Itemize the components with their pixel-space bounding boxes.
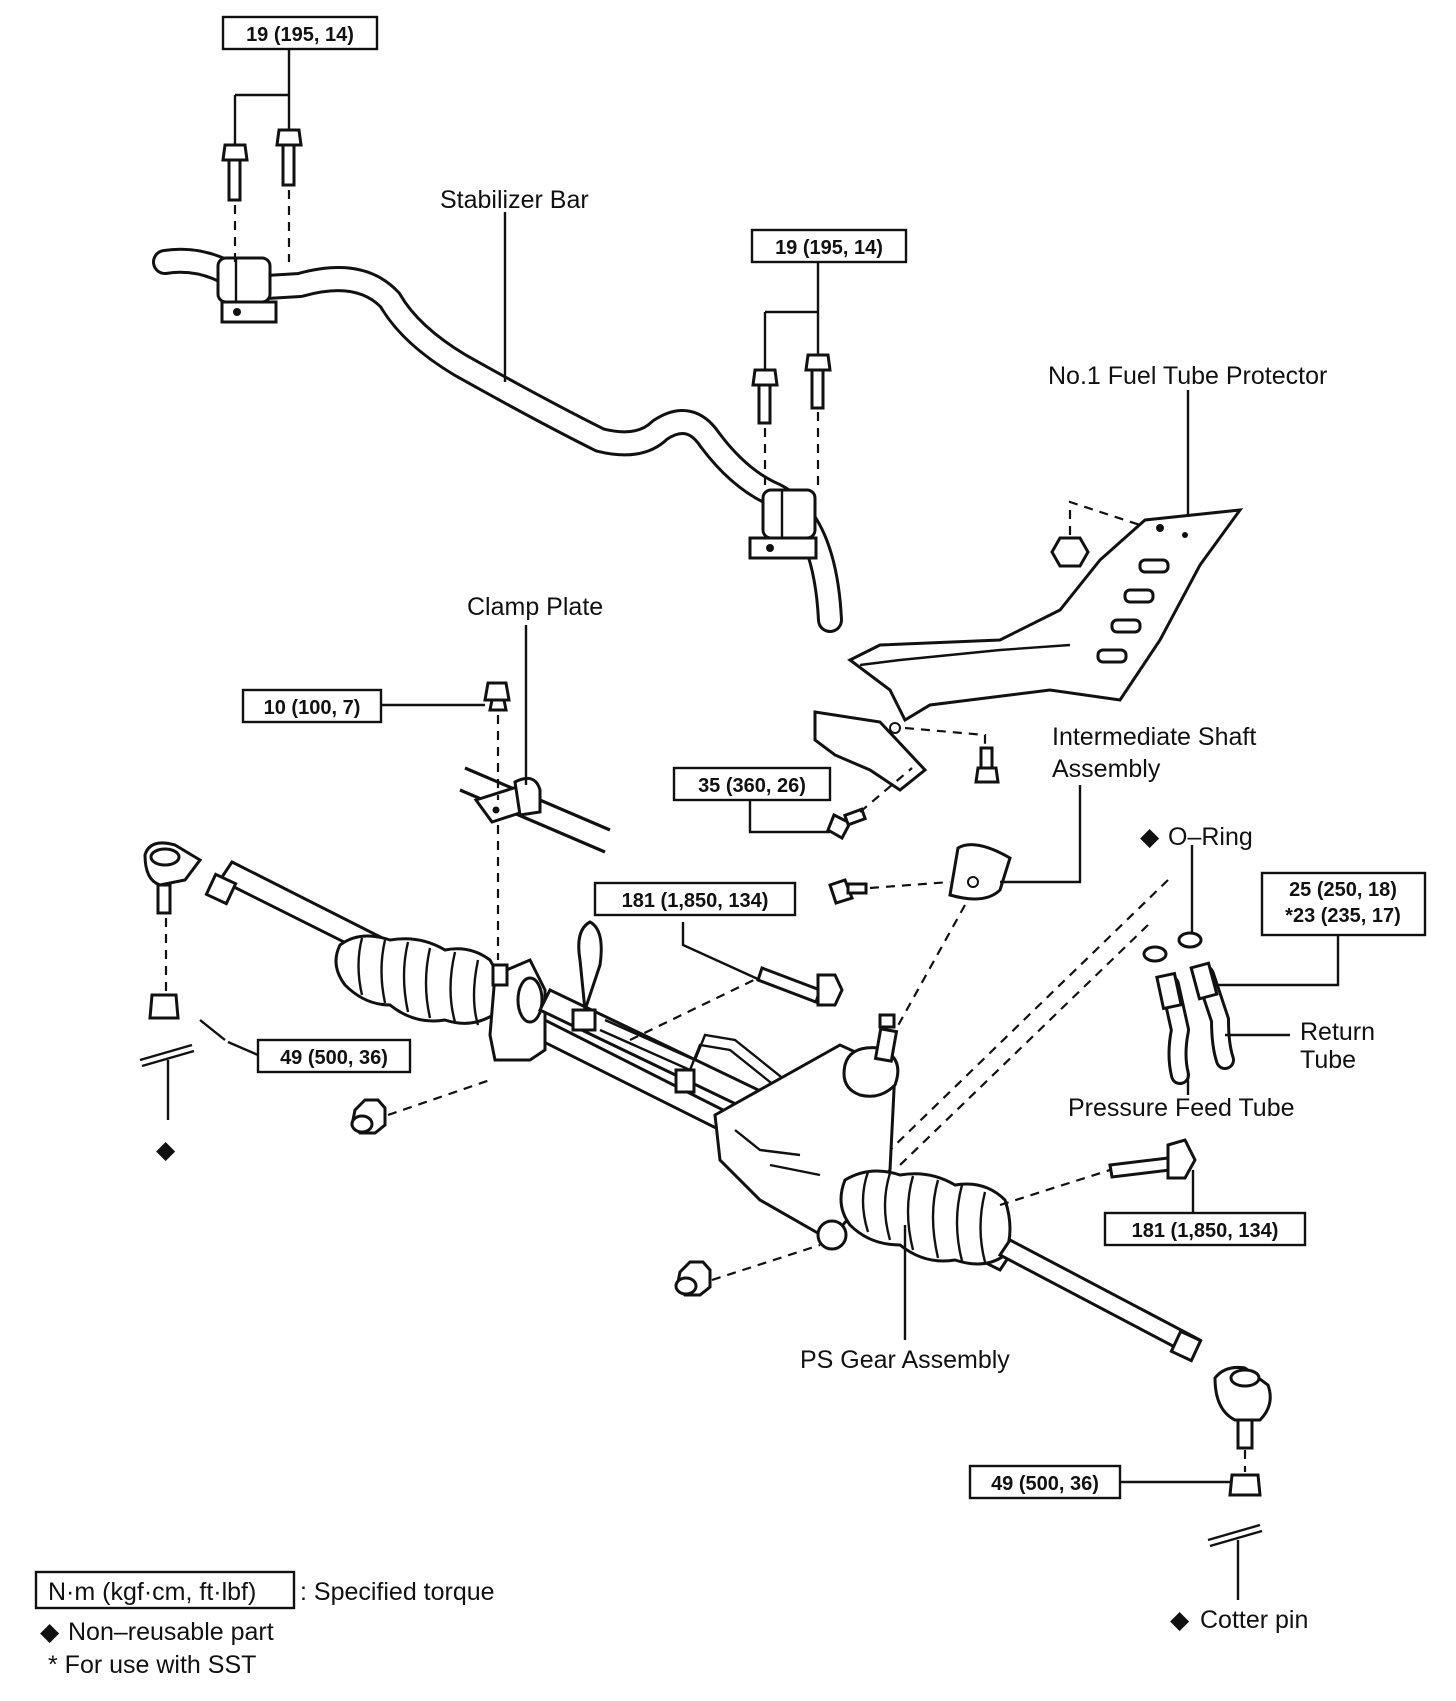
torque-spec-tube: 25 (250, 18) *23 (235, 17): [1260, 871, 1427, 937]
stabilizer-bar: [152, 247, 843, 633]
legend-non-reusable: Non–reusable part: [68, 1618, 274, 1646]
stabilizer-bolts-right: [751, 260, 832, 490]
legend-sst: * For use with SST: [48, 1651, 256, 1679]
torque-spec-tie-rod-left: 49 (500, 36): [256, 1038, 412, 1074]
legend-non-reusable-mark: ◆: [40, 1618, 60, 1646]
ps-gear-assembly: [143, 841, 1272, 1450]
intermediate-shaft: [828, 785, 1082, 1041]
torque-spec-stab-left: 19 (195, 14): [221, 15, 379, 51]
label-pressure-feed-tube: Pressure Feed Tube: [1068, 1094, 1295, 1122]
svg-text:35 (360, 26): 35 (360, 26): [698, 775, 806, 797]
svg-text:49 (500, 36): 49 (500, 36): [991, 1473, 1099, 1495]
label-clamp-plate: Clamp Plate: [467, 593, 603, 621]
label-return-tube-2: Tube: [1300, 1046, 1356, 1074]
svg-text:49 (500, 36): 49 (500, 36): [280, 1047, 388, 1069]
svg-text:*23 (235, 17): *23 (235, 17): [1285, 905, 1401, 927]
legend-unit-desc: : Specified torque: [300, 1578, 495, 1606]
label-return-tube: Return: [1300, 1018, 1375, 1046]
non-reusable-mark-cotter-left: ◆: [156, 1136, 176, 1164]
label-ps-gear-assembly: PS Gear Assembly: [800, 1346, 1010, 1374]
label-intermediate-shaft-assembly: Assembly: [1052, 755, 1161, 783]
stabilizer-bolts-left: [221, 50, 303, 262]
label-o-ring: O–Ring: [1168, 823, 1253, 851]
label-intermediate-shaft: Intermediate Shaft: [1052, 723, 1256, 751]
torque-spec-stab-right: 19 (195, 14): [750, 228, 908, 264]
svg-text:181 (1,850, 134): 181 (1,850, 134): [1132, 1220, 1279, 1242]
label-fuel-tube-protector: No.1 Fuel Tube Protector: [1048, 362, 1327, 390]
fuel-tube-protector: [813, 500, 1244, 841]
torque-spec-gear-left: 181 (1,850, 134): [593, 881, 797, 917]
svg-text:25 (250, 18): 25 (250, 18): [1289, 879, 1397, 901]
non-reusable-mark-o-ring: ◆: [1140, 823, 1160, 851]
clamp-plate: [459, 681, 611, 960]
label-cotter-pin: Cotter pin: [1200, 1606, 1308, 1634]
svg-text:19 (195, 14): 19 (195, 14): [246, 24, 354, 46]
tie-rod-hardware: [139, 918, 1263, 1600]
legend-unit-box: N·m (kgf·cm, ft·lbf): [48, 1578, 256, 1606]
svg-text:19 (195, 14): 19 (195, 14): [775, 237, 883, 259]
torque-spec-tie-rod-right: 49 (500, 36): [968, 1464, 1122, 1500]
torque-spec-clamp: 10 (100, 7): [241, 688, 383, 724]
svg-text:181 (1,850, 134): 181 (1,850, 134): [622, 890, 769, 912]
torque-spec-protector: 35 (360, 26): [672, 766, 832, 802]
torque-spec-gear-right: 181 (1,850, 134): [1103, 1211, 1307, 1247]
label-stabilizer-bar: Stabilizer Bar: [440, 186, 589, 214]
svg-text:10 (100, 7): 10 (100, 7): [264, 697, 361, 719]
non-reusable-mark-cotter: ◆: [1170, 1606, 1190, 1634]
legend: N·m (kgf·cm, ft·lbf) : Specified torque …: [34, 1570, 495, 1679]
hydraulic-tubes: [889, 845, 1340, 1166]
